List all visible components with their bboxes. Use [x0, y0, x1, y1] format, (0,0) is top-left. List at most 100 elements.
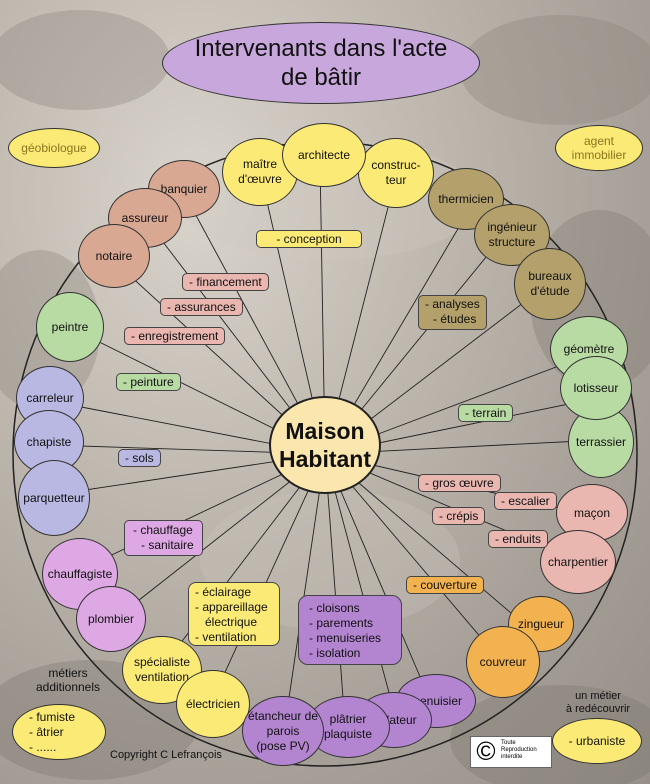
- node-notaire: notaire: [78, 224, 150, 288]
- etancheur-line-2: parois: [266, 723, 300, 738]
- copyright-text: Copyright C Lefrançois: [110, 749, 222, 761]
- sols-label: - sols: [125, 451, 154, 465]
- tag-terrain: - terrain: [458, 404, 514, 422]
- metiers-additionnels-node: - fumiste - âtrier - ......: [12, 704, 106, 760]
- copyright-badge: © Toute Reproduction interdite: [470, 736, 552, 768]
- crepis-label: - crépis: [439, 509, 479, 523]
- enregistrement-label: - enregistrement: [131, 329, 219, 343]
- escalier-label: - escalier: [501, 494, 550, 508]
- metier-redecouvrir-caption: un métier à redécouvrir: [550, 690, 646, 716]
- tag-assurances: - assurances: [160, 298, 243, 316]
- peintre-label: peintre: [51, 319, 89, 334]
- tag-electricite: - éclairage - appareillage électrique - …: [188, 582, 280, 646]
- specialiste-line-2: ventilation: [134, 670, 190, 684]
- couvreur-label: couvreur: [479, 654, 527, 669]
- appareillage-label: - appareillage: [195, 600, 268, 614]
- title-line-2: de bâtir: [280, 64, 362, 91]
- plombier-label: plombier: [87, 611, 135, 626]
- atrier-label: - âtrier: [29, 724, 64, 739]
- chapiste-label: chapiste: [26, 434, 72, 449]
- node-macon: maçon: [556, 484, 628, 542]
- etudes-label: - études: [433, 312, 477, 326]
- tag-gros-oeuvre: - gros œuvre: [418, 474, 501, 492]
- macon-label: maçon: [573, 505, 611, 520]
- menuiseries-label: - menuiseries: [309, 631, 382, 645]
- reproduction-notice: Toute Reproduction interdite: [501, 740, 537, 760]
- geobiologue-label: géobiologue: [21, 140, 87, 155]
- node-parquetteur: parquetteur: [18, 460, 90, 536]
- banquier-label: banquier: [160, 181, 208, 196]
- assurances-label: - assurances: [167, 300, 236, 314]
- metiers-line-1: métiers: [48, 666, 88, 680]
- notaire-label: notaire: [95, 248, 133, 263]
- platrier-line-2: plaquiste: [323, 727, 373, 741]
- tag-sols: - sols: [118, 449, 161, 467]
- metiers-line-2: additionnels: [35, 680, 101, 694]
- node-couvreur: couvreur: [466, 626, 540, 698]
- node-electricien: électricien: [176, 670, 250, 738]
- tag-peinture: - peinture: [116, 373, 181, 391]
- ingenieur-line-1: ingénieur: [487, 220, 537, 234]
- parquetteur-label: parquetteur: [23, 490, 85, 505]
- couverture-label: - couverture: [413, 578, 478, 592]
- tag-enduits: - enduits: [488, 530, 549, 548]
- center-line-1: Maison: [285, 418, 365, 444]
- parements-label: - parements: [309, 616, 374, 630]
- analyses-label: - analyses: [425, 297, 480, 311]
- maitre-line-1: maître: [242, 157, 277, 171]
- bureaux-line-1: bureaux: [528, 269, 572, 283]
- electricien-label: électricien: [185, 696, 241, 711]
- charpentier-label: charpentier: [547, 554, 609, 569]
- lotisseur-label: lotisseur: [573, 380, 619, 395]
- constructeur-line-2: teur: [385, 173, 407, 187]
- tag-chauffage-sanitaire: - chauffage - sanitaire: [124, 520, 203, 556]
- metier-line-1: un métier: [575, 690, 621, 702]
- etancheur-line-1: étancheur de: [247, 708, 319, 723]
- zingueur-label: zingueur: [517, 616, 565, 631]
- center-node: Maison Habitant: [269, 396, 381, 494]
- node-constructeur: construc-teur: [358, 138, 434, 208]
- gros-oeuvre-label: - gros œuvre: [425, 476, 494, 490]
- chauffage-label: - chauffage: [133, 523, 193, 537]
- title-line-1: Intervenants dans l'acte: [194, 35, 448, 62]
- cloisons-label: - cloisons: [309, 601, 360, 615]
- metier-line-2: à redécouvrir: [565, 703, 631, 715]
- tag-conception: - conception: [256, 230, 362, 248]
- urbaniste-node: - urbaniste: [552, 718, 642, 764]
- tag-second-oeuvre: - cloisons - parements - menuiseries - i…: [298, 595, 402, 665]
- architecte-label: architecte: [297, 147, 351, 162]
- tag-couverture: - couverture: [406, 576, 485, 594]
- center-line-2: Habitant: [279, 446, 371, 472]
- node-architecte: architecte: [282, 123, 366, 187]
- electrique-label: électrique: [205, 615, 258, 629]
- node-peintre: peintre: [36, 292, 104, 362]
- assureur-label: assureur: [121, 210, 169, 225]
- ventilation-label: - ventilation: [195, 630, 257, 644]
- etancheur-line-3: (pose PV): [256, 738, 310, 753]
- tag-escalier: - escalier: [494, 492, 557, 510]
- node-lotisseur: lotisseur: [560, 356, 632, 420]
- dots-label: - ......: [29, 739, 57, 754]
- node-plombier: plombier: [76, 586, 146, 652]
- carreleur-label: carreleur: [26, 390, 74, 405]
- chauffagiste-label: chauffagiste: [47, 566, 113, 581]
- title-ellipse: Intervenants dans l'acte de bâtir: [162, 22, 480, 104]
- geometre-label: géomètre: [563, 341, 615, 356]
- bureaux-line-2: d'étude: [530, 284, 570, 298]
- agent-immobilier-node: agent immobilier: [555, 125, 643, 171]
- agent-immobilier-line-2: immobilier: [571, 148, 627, 162]
- sanitaire-label: - sanitaire: [141, 538, 194, 552]
- isolation-label: - isolation: [309, 646, 361, 660]
- peinture-label: - peinture: [123, 375, 174, 389]
- ingenieur-line-2: structure: [488, 235, 536, 249]
- fumiste-label: - fumiste: [29, 709, 76, 724]
- tag-enregistrement: - enregistrement: [124, 327, 226, 345]
- enduits-label: - enduits: [495, 532, 542, 546]
- terrassier-label: terrassier: [575, 434, 626, 449]
- agent-immobilier-line-1: agent: [583, 134, 615, 148]
